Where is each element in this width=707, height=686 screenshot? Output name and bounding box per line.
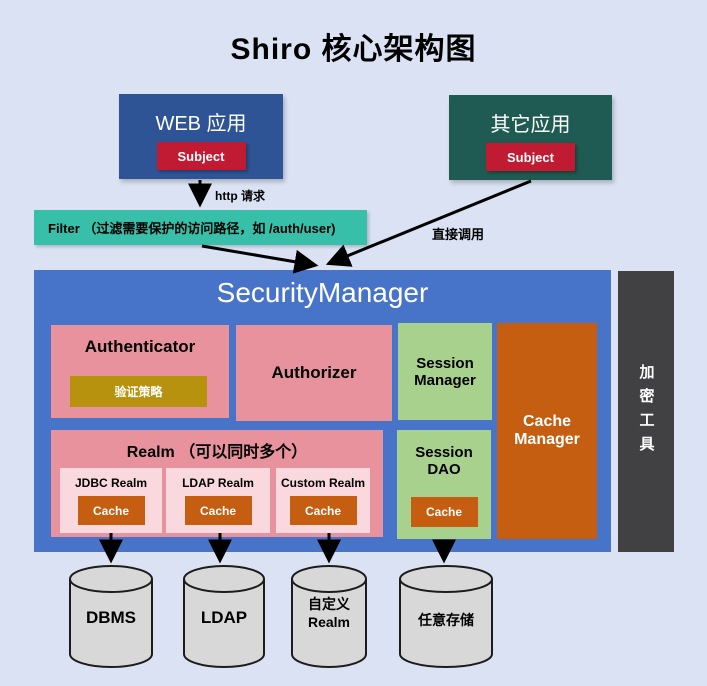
custom-realm-label: Custom Realm: [280, 476, 366, 490]
datastore-label-ldap: LDAP: [200, 608, 248, 627]
jdbc-realm-box: JDBC Realm Cache: [60, 468, 162, 533]
realm-box: Realm （可以同时多个） JDBC Realm Cache LDAP Rea…: [51, 430, 383, 537]
authorizer-box: Authorizer: [236, 325, 392, 421]
session-dao-box: Session DAO Cache: [397, 430, 491, 539]
datastore-label-dbms: DBMS: [85, 608, 137, 627]
datastore-label-custom-realm: 自定义 Realm: [307, 596, 351, 630]
custom-realm-box: Custom Realm Cache: [276, 468, 370, 533]
page-title: Shiro 核心架构图: [230, 33, 477, 66]
web-app-box: WEB 应用 Subject: [119, 94, 283, 179]
ldap-cache-box: Cache: [184, 496, 252, 525]
http-request-label: http 请求: [215, 189, 265, 203]
datastore-label-any-storage: 任意存储: [418, 612, 474, 628]
session-dao-label: Session DAO: [415, 444, 473, 478]
direct-call-label: 直接调用: [432, 227, 485, 242]
jdbc-realm-label: JDBC Realm: [74, 476, 148, 490]
cache-manager-box: Cache Manager: [497, 323, 597, 539]
ldap-realm-label: LDAP Realm: [182, 476, 254, 490]
other-app-box: 其它应用 Subject: [449, 95, 612, 180]
ldap-realm-box: LDAP Realm Cache: [166, 468, 270, 533]
other-app-label: 其它应用: [490, 114, 571, 136]
filter-box: Filter （过滤需要保护的访问路径，如 /auth/user): [34, 210, 367, 245]
web-app-label: WEB 应用: [155, 113, 247, 135]
web-subject-box: Subject: [156, 142, 246, 170]
custom-cache-box: Cache: [289, 496, 357, 525]
session-manager-box: Session Manager: [398, 323, 492, 420]
arrow-filter-to-securitymanager: [201, 244, 319, 274]
other-subject-box: Subject: [486, 143, 575, 171]
auth-strategy-box: 验证策略: [70, 376, 207, 407]
realm-title: Realm （可以同时多个）: [126, 444, 308, 461]
authenticator-label: Authenticator: [84, 337, 196, 356]
session-dao-cache-box: Cache: [410, 497, 478, 527]
authenticator-box: Authenticator 验证策略: [51, 325, 229, 418]
security-manager-title: SecurityManager: [216, 277, 429, 308]
crypto-tool-bar: 加密工具: [618, 271, 674, 552]
crypto-tool-label: 加密工具: [637, 363, 655, 460]
jdbc-cache-box: Cache: [77, 496, 145, 525]
